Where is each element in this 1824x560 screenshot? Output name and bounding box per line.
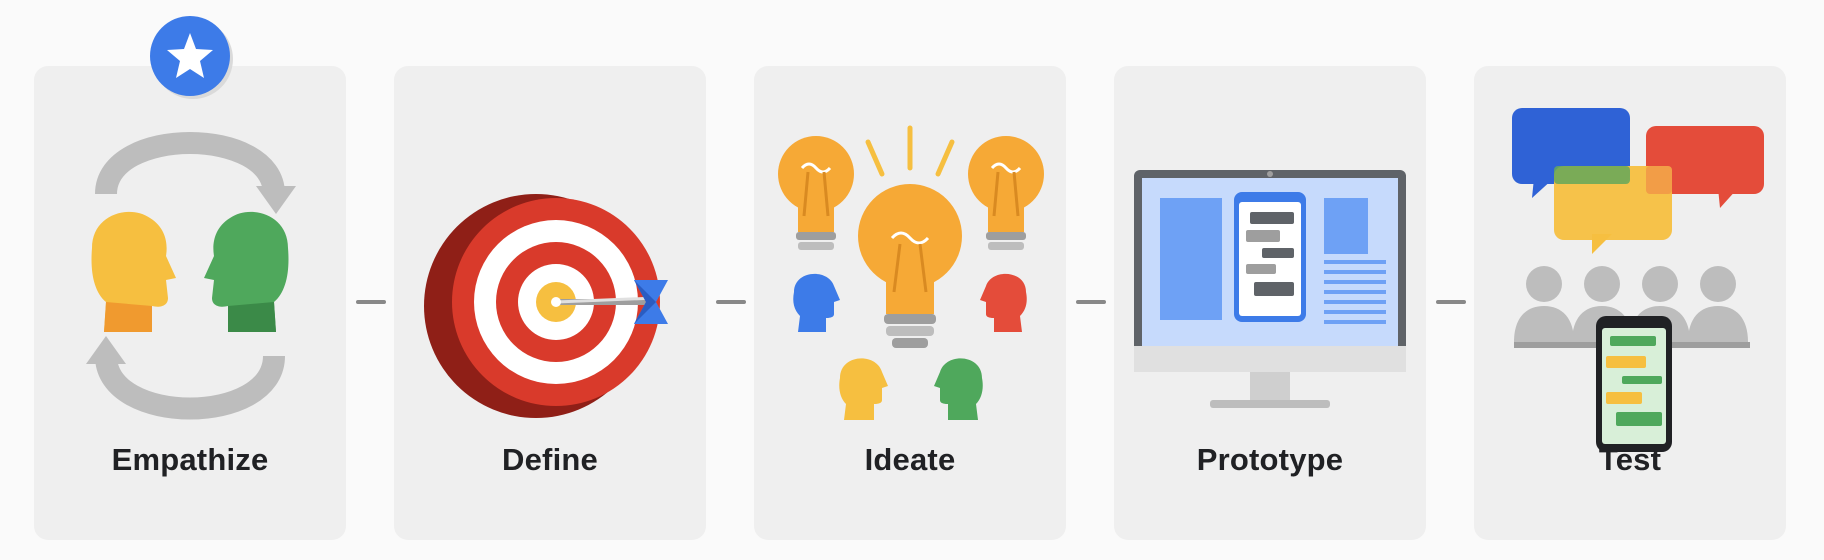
target-illustration [424, 194, 668, 418]
lightbulb-icon [778, 136, 854, 250]
stage-label-ideate: Ideate [864, 442, 956, 477]
empathize-illustration [86, 132, 296, 420]
star-icon [150, 16, 233, 99]
connector-line [716, 300, 746, 304]
green-head-icon [204, 211, 289, 332]
stage-card-ideate: Ideate [754, 66, 1066, 540]
yellow-head-icon [91, 211, 176, 332]
monitor-illustration [1134, 170, 1406, 408]
user-test-illustration [1512, 108, 1764, 452]
lightbulb-icon [968, 136, 1044, 250]
stage-label-prototype: Prototype [1196, 442, 1344, 477]
stage-label-empathize: Empathize [111, 442, 269, 477]
red-head-icon [980, 273, 1027, 332]
speech-bubble-icon [1512, 108, 1630, 198]
connector-line [356, 300, 386, 304]
lightbulb-icon [858, 184, 962, 348]
speech-bubble-icon [1646, 126, 1764, 208]
connector-line [1076, 300, 1106, 304]
stage-card-define: Define [394, 66, 706, 540]
stage-card-empathize: Empathize [34, 66, 346, 540]
speech-bubble-icon [1554, 166, 1672, 254]
blue-head-icon [793, 273, 840, 332]
stage-label-define: Define [502, 442, 598, 477]
stage-card-test: Test [1474, 66, 1786, 540]
connector-line [1436, 300, 1466, 304]
stage-card-prototype: Prototype [1114, 66, 1426, 540]
yellow-head-icon [839, 358, 888, 420]
lightbulbs-illustration [778, 125, 1044, 420]
stage-label-test: Test [1598, 442, 1662, 477]
green-head-icon [934, 358, 983, 420]
